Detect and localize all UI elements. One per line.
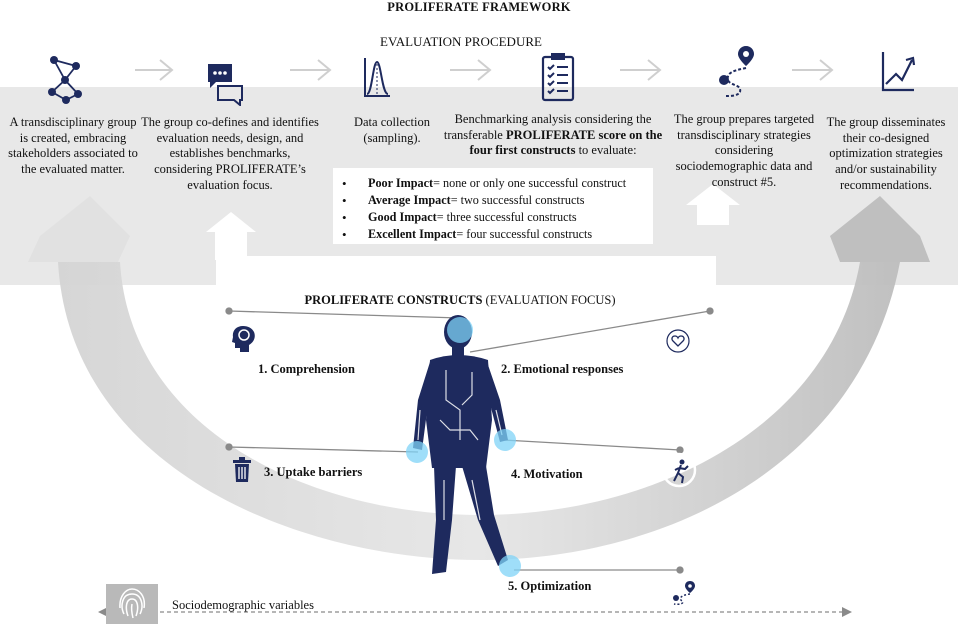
construct-uptake-barriers: 3. Uptake barriers (264, 465, 363, 479)
construct-connectors (225, 307, 714, 574)
sociodemographic-label: Sociodemographic variables (172, 598, 314, 612)
page-title: PROLIFERATE FRAMEWORK (387, 0, 571, 14)
step-3-text: Data collection (sampling). (353, 115, 430, 145)
impact-item: Poor Impact= none or only one successful… (338, 175, 648, 192)
route-pin-icon (716, 44, 756, 105)
chat-bubbles-icon (206, 62, 244, 111)
impact-item: Good Impact= three successful constructs (338, 209, 648, 226)
arc-arrowhead-right (830, 196, 930, 262)
heart-icon (665, 328, 691, 359)
step-1-text: A transdisciplinary group is created, em… (8, 115, 138, 176)
up-arrow-5 (686, 184, 740, 225)
running-person-icon (669, 458, 691, 489)
step-2-text: The group co-defines and identifies eval… (141, 115, 319, 192)
step-5-text: The group prepares targeted transdiscipl… (673, 112, 815, 189)
construct-comprehension: 1. Comprehension (258, 362, 356, 376)
construct-motivation: 4. Motivation (511, 467, 583, 481)
step-4-text: Benchmarking analysis considering the tr… (443, 112, 663, 158)
network-people-icon (46, 52, 84, 111)
cycle-arc (58, 262, 900, 560)
impact-item: Average Impact= two successful construct… (338, 192, 648, 209)
construct-emotional-responses: 2. Emotional responses (501, 362, 624, 376)
impact-item: Excellent Impact= four successful constr… (338, 226, 648, 243)
procedure-subtitle: EVALUATION PROCEDURE (380, 34, 542, 49)
route-pin-small-icon (672, 580, 696, 611)
up-arrow-2 (206, 212, 256, 260)
focus-panel (216, 256, 716, 291)
clipboard-checklist-icon (541, 52, 575, 107)
step-6-text: The group disseminates their co-designed… (826, 115, 946, 192)
brain-head-icon (231, 325, 257, 358)
construct-highlights (406, 317, 521, 577)
construct-optimization: 5. Optimization (508, 579, 592, 593)
trash-bin-icon (232, 457, 252, 488)
arc-arrowhead-left (28, 196, 130, 262)
impact-list: Poor Impact= none or only one successful… (338, 175, 648, 243)
fingerprint-icon (106, 584, 158, 624)
growth-chart-icon (880, 50, 916, 99)
bell-curve-icon (362, 56, 392, 105)
constructs-title: PROLIFERATE CONSTRUCTS (EVALUATION FOCUS… (304, 293, 616, 307)
